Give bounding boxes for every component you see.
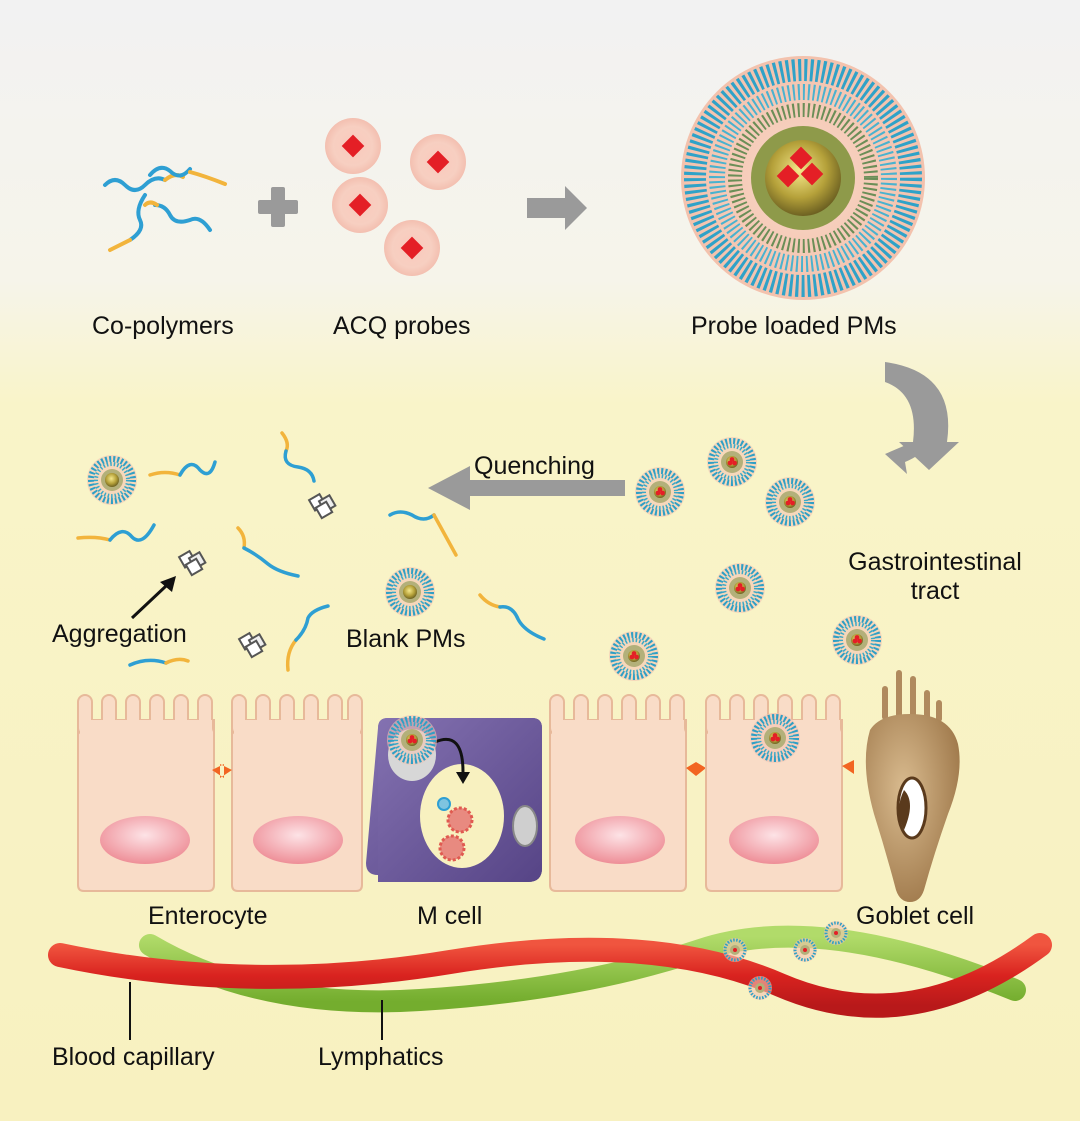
label-lymphatics: Lymphatics: [318, 1043, 444, 1071]
enterocyte-3: [549, 694, 687, 892]
label-gastrointestinal-line1: Gastrointestinal: [848, 548, 1022, 576]
right-arrow-icon: [527, 186, 587, 230]
pm-on-enterocyte: [750, 713, 800, 763]
pm-entering-m-cell: [387, 715, 437, 765]
goblet-cell: [865, 670, 960, 902]
quenching-arrow-icon: [428, 466, 625, 510]
probe-loaded-pm: [681, 56, 925, 300]
plus-icon: [258, 187, 298, 227]
acq-probes: [325, 118, 466, 276]
blood-capillary: [48, 933, 1052, 1018]
copolymer-chains: [103, 165, 227, 252]
enterocyte-1: [77, 694, 215, 892]
tight-junction-2: [686, 762, 706, 776]
curved-arrow-icon: [885, 362, 959, 470]
label-aggregation: Aggregation: [52, 620, 187, 648]
label-probe-loaded-pms: Probe loaded PMs: [691, 312, 897, 340]
label-blank-pms: Blank PMs: [346, 625, 466, 653]
enterocyte-2: [231, 694, 363, 892]
label-blood-capillary: Blood capillary: [52, 1043, 215, 1071]
label-acq-probes: ACQ probes: [333, 312, 471, 340]
label-gastrointestinal-line2: tract: [910, 576, 960, 605]
label-enterocyte: Enterocyte: [148, 902, 268, 930]
aggregation-pointer-icon: [130, 576, 176, 620]
label-m-cell: M cell: [417, 902, 483, 930]
tight-junction-3: [842, 760, 854, 774]
lymphatic-vessel: [139, 925, 1026, 1013]
tight-junction-1: [212, 764, 232, 778]
label-goblet-cell: Goblet cell: [856, 902, 975, 930]
label-gastrointestinal-tract: Gastrointestinal tract: [830, 548, 1040, 606]
label-copolymers: Co-polymers: [92, 312, 234, 340]
curved-arrow-head: [885, 420, 935, 474]
label-quenching: Quenching: [474, 452, 595, 480]
m-cell-uptake-arrow-icon: [434, 737, 470, 784]
